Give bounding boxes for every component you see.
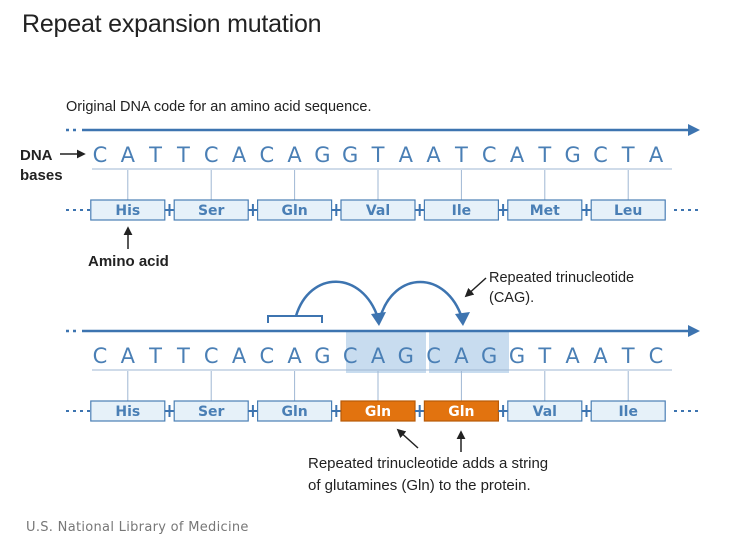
repeat-arc-1 [294,280,380,319]
top-codon-ticks [127,170,629,200]
top-amino-acid-label-4: Ile [452,203,472,219]
top-base-13: T [454,143,468,167]
bot-base-2: T [148,344,162,368]
footer-credit: U.S. National Library of Medicine [26,520,249,535]
bottom-codon-ticks [127,371,629,401]
top-base-15: A [510,143,525,167]
bot-amino-acid-box-6 [590,400,666,422]
top-base-1: A [121,143,136,167]
bot-base-17: A [565,344,580,368]
top-base-12: A [426,143,441,167]
bot-base-6: C [259,344,274,368]
top-base-10: T [371,143,385,167]
repeat-arc-2-head [455,312,470,326]
bot-base-20: C [649,344,664,368]
bot-base-0: C [93,344,108,368]
diagram-title: Repeat expansion mutation [22,10,322,38]
top-base-19: T [621,143,635,167]
dna-label-line1: DNA [20,147,53,164]
top-amino-acid-label-0: His [115,203,140,219]
amino-acid-label: Amino acid [88,253,169,270]
result-pointer-arrow-1 [396,428,419,449]
bot-amino-acid-label-0: His [115,404,140,420]
bot-base-16: T [537,344,551,368]
repeat-arc-2 [378,280,464,319]
top-base-0: C [93,143,108,167]
top-amino-acid-label-1: Ser [198,203,225,219]
top-base-3: T [176,143,190,167]
bot-amino-acid-label-4: Gln [448,404,474,420]
bottom-amino-acid-row: His Ser Gln Gln Gln Val Ile [66,400,698,422]
repeat-note-arrow [464,277,487,298]
bot-base-7: A [287,344,302,368]
top-base-14: C [482,143,497,167]
bot-base-3: T [176,344,190,368]
highlight-codon-1 [346,331,426,373]
bot-base-13: A [454,344,469,368]
result-note-line1: Repeated trinucleotide adds a string [308,455,548,472]
top-base-18: C [593,143,608,167]
top-amino-acid-label-5: Met [530,203,560,219]
bot-base-8: G [314,344,330,368]
top-amino-acid-label-3: Val [366,203,390,219]
bot-base-18: A [593,344,608,368]
bot-base-14: G [481,344,497,368]
top-base-6: C [259,143,274,167]
top-base-20: A [649,143,664,167]
top-base-11: A [399,143,414,167]
top-base-16: T [537,143,551,167]
bottom-strand-arrowhead [688,325,700,337]
bot-amino-acid-label-3: Gln [365,404,391,420]
top-base-5: A [232,143,247,167]
original-cag-bracket [267,315,323,323]
top-base-4: C [204,143,219,167]
dna-label-line2: bases [20,167,63,184]
top-base-7: A [287,143,302,167]
top-base-9: G [342,143,358,167]
bot-base-4: C [204,344,219,368]
bot-base-19: T [621,344,635,368]
top-amino-acid-label-2: Gln [281,203,307,219]
bot-base-9: C [343,344,358,368]
bot-amino-acid-label-2: Gln [281,404,307,420]
top-base-17: G [564,143,580,167]
repeat-arc-1-head [371,312,386,326]
top-caption: Original DNA code for an amino acid sequ… [66,99,371,115]
bot-amino-acid-label-1: Ser [198,404,225,420]
bot-base-5: A [232,344,247,368]
bot-base-10: A [371,344,386,368]
top-strand-arrowhead [688,124,700,136]
bot-base-15: G [509,344,525,368]
result-note-line2: of glutamines (Gln) to the protein. [308,477,531,494]
bot-amino-acid-label-5: Val [533,404,557,420]
top-base-2: T [148,143,162,167]
repeat-note-line1: Repeated trinucleotide [489,270,634,286]
repeat-note-line2: (CAG). [489,290,534,306]
top-amino-acid-row: His Ser Gln Val Ile Met Leu [66,199,698,221]
highlight-codon-2 [429,331,509,373]
top-base-8: G [314,143,330,167]
top-amino-acid-box-6 [590,199,666,221]
top-amino-acid-label-6: Leu [614,203,642,219]
bot-amino-acid-label-6: Ile [618,404,638,420]
bot-base-12: C [426,344,441,368]
bot-base-1: A [121,344,136,368]
bot-base-11: G [398,344,414,368]
